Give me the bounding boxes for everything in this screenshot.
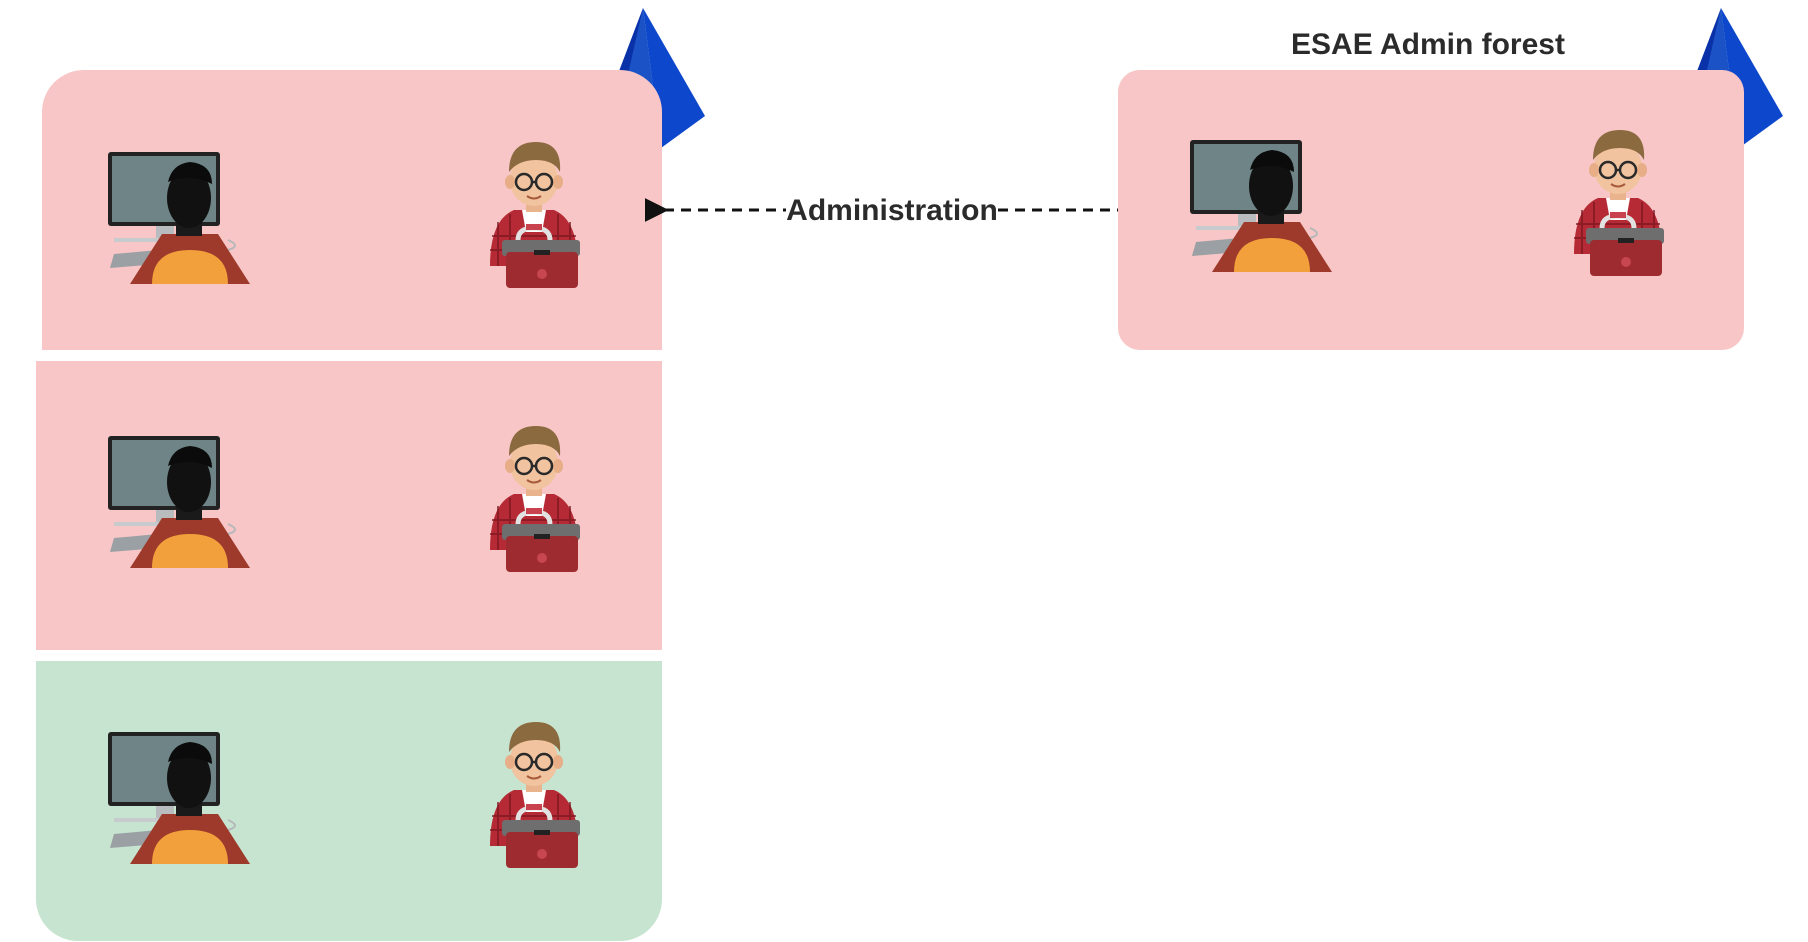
tier-2-zone — [36, 661, 662, 941]
admin-forest-title: ESAE Admin forest — [1291, 28, 1565, 61]
production-forest — [36, 8, 705, 941]
admin-forest: ESAE Admin forest — [1118, 8, 1783, 350]
edge-label: Administration — [786, 194, 998, 227]
edge-administration: Administration — [644, 194, 1118, 227]
